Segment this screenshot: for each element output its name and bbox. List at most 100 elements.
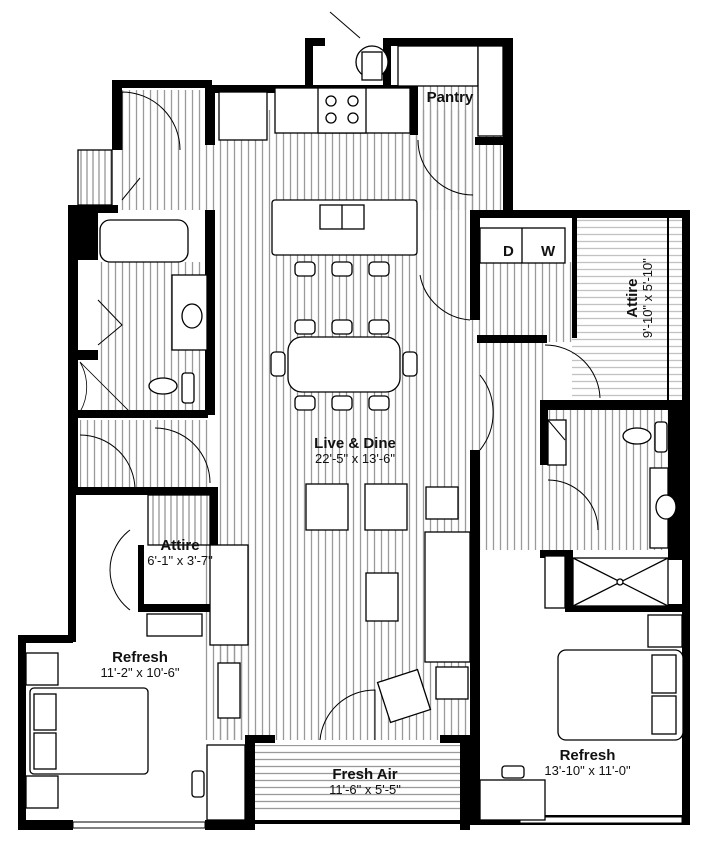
pillow xyxy=(33,732,57,770)
dining-table xyxy=(287,336,401,393)
wall xyxy=(138,604,213,612)
door-swings xyxy=(79,11,601,741)
shower-drain xyxy=(616,578,624,586)
entry-door xyxy=(121,91,181,151)
tv-console xyxy=(217,662,241,719)
wall xyxy=(565,604,690,612)
linen-right-door xyxy=(547,419,566,441)
burner-icon xyxy=(347,95,359,107)
dining-chair xyxy=(294,395,316,411)
wall xyxy=(682,555,690,825)
attire-door xyxy=(109,529,131,611)
pillow xyxy=(33,693,57,731)
water-heater-unit xyxy=(361,51,383,81)
wall xyxy=(682,210,690,410)
dining-chair xyxy=(402,351,418,377)
wall xyxy=(68,205,118,213)
wall xyxy=(440,735,475,743)
wall xyxy=(78,210,98,260)
pantry-door xyxy=(417,139,474,196)
nightstand xyxy=(25,652,59,686)
wall xyxy=(112,80,122,150)
wall xyxy=(540,550,565,558)
hall-door xyxy=(79,434,136,491)
hall-left-floor xyxy=(80,420,210,490)
wall xyxy=(305,38,325,46)
attire-closet-rod xyxy=(147,494,211,546)
wall xyxy=(18,635,26,830)
coat-closet xyxy=(77,149,113,206)
bathtub xyxy=(99,219,189,263)
toilet-bowl xyxy=(622,427,652,445)
side-table xyxy=(435,666,469,700)
bath-door xyxy=(79,361,131,413)
toilet-bowl xyxy=(148,377,178,395)
wall xyxy=(540,400,690,410)
pillow xyxy=(651,695,677,735)
washer-label: W xyxy=(541,243,556,260)
wall xyxy=(565,550,573,610)
sofa xyxy=(424,531,471,663)
wall xyxy=(68,487,76,642)
balcony-door xyxy=(319,689,376,741)
wall xyxy=(205,85,215,145)
dining-chair xyxy=(331,319,353,335)
wall xyxy=(470,210,480,320)
pantry-shelf xyxy=(477,45,504,137)
wall xyxy=(668,400,690,560)
dryer-label: D xyxy=(503,243,514,260)
dining-chair xyxy=(270,351,286,377)
wall xyxy=(18,635,73,643)
accent-chair xyxy=(376,668,432,724)
wall xyxy=(460,740,470,830)
wall xyxy=(383,38,513,46)
burner-icon xyxy=(325,112,337,124)
fixtures xyxy=(25,45,684,821)
sink-icon xyxy=(181,303,203,329)
linen-closet xyxy=(547,419,567,466)
wall xyxy=(305,38,313,88)
wall xyxy=(205,210,215,415)
desk-chair xyxy=(501,765,525,779)
dining-chair xyxy=(368,319,390,335)
wall xyxy=(477,335,547,343)
wall xyxy=(540,400,548,465)
laundry-floor xyxy=(477,262,572,342)
burner-icon xyxy=(347,112,359,124)
coffee-table xyxy=(365,572,399,622)
wall xyxy=(410,85,418,135)
bath-right-door xyxy=(547,479,599,531)
attire-right-door xyxy=(544,344,601,399)
side-table xyxy=(425,486,459,520)
closet-door xyxy=(121,177,141,201)
wall xyxy=(205,820,255,830)
shelf xyxy=(544,555,566,609)
bedroom-right-door xyxy=(479,374,494,451)
wall xyxy=(475,210,690,218)
toilet-tank xyxy=(654,421,668,453)
cooktop xyxy=(317,87,367,134)
pantry-shelf xyxy=(397,45,479,87)
desk xyxy=(206,744,246,821)
fresh-air-floor xyxy=(255,745,470,810)
bar-stool xyxy=(294,261,316,277)
armchair xyxy=(364,483,408,531)
wall xyxy=(68,487,218,495)
wall xyxy=(470,450,480,825)
wall xyxy=(572,218,577,338)
hall-right-floor xyxy=(477,340,547,550)
toilet-tank xyxy=(181,372,195,404)
wall xyxy=(138,545,144,610)
wall xyxy=(68,205,78,495)
wall xyxy=(245,735,275,743)
desk-chair xyxy=(191,770,205,798)
wall xyxy=(245,820,470,824)
desk xyxy=(479,779,546,821)
window xyxy=(72,821,206,829)
exterior-door xyxy=(329,11,361,39)
wall xyxy=(18,820,73,830)
dresser xyxy=(146,613,203,637)
closet-unit xyxy=(209,544,249,646)
burner-icon xyxy=(325,95,337,107)
